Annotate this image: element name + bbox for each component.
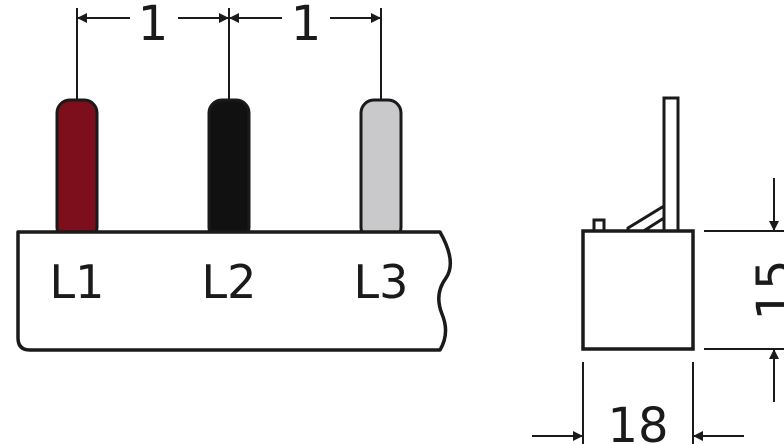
- busbar-body: [16, 230, 453, 352]
- width-dim-label: 18: [607, 398, 668, 444]
- pitch-dim-label-1: 1: [138, 0, 169, 52]
- side-pin: [662, 96, 680, 236]
- pin-label-l3: L3: [354, 255, 409, 309]
- side-view: 18 15: [532, 96, 784, 444]
- pin-l2: [207, 98, 251, 242]
- pin-l3: [359, 98, 403, 242]
- front-view: L1 L2 L3 1 1: [16, 0, 453, 352]
- pin-l1: [55, 98, 99, 242]
- height-dim-label: 15: [747, 259, 784, 320]
- pitch-dim-label-2: 1: [291, 0, 322, 52]
- pin-label-l1: L1: [50, 255, 105, 309]
- side-body: [581, 229, 695, 351]
- pin-label-l2: L2: [202, 255, 257, 309]
